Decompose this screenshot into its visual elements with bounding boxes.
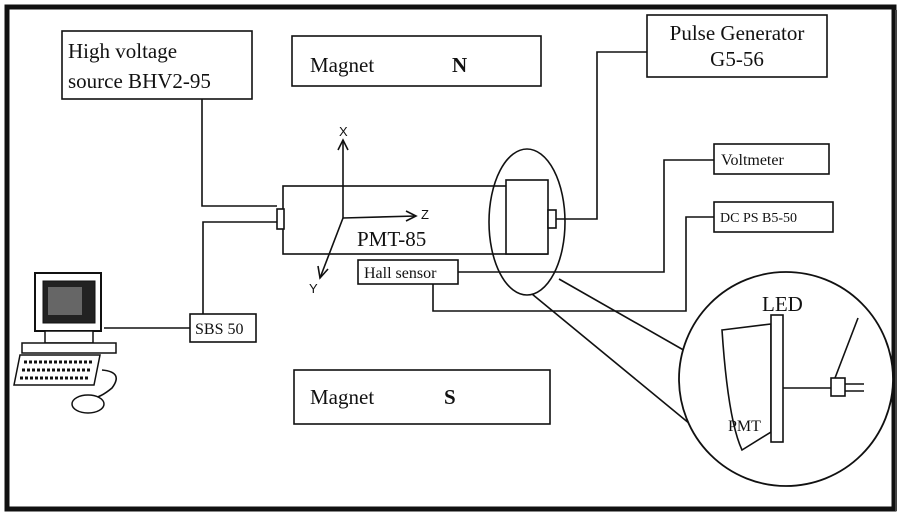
y-axis-label: Y: [309, 281, 318, 296]
detail-led-connector: [830, 377, 846, 397]
wiring: [104, 51, 714, 329]
detail-led-label: LED: [762, 292, 803, 316]
coordinate-axes: X Z Y: [309, 124, 429, 296]
wire-led-to-pulse-generator: [556, 51, 647, 220]
magnet-north-block: Magnet N: [291, 35, 542, 87]
dc-power-supply-block: DC PS B5-50: [713, 201, 834, 233]
led-housing: [505, 179, 549, 255]
y-axis-line: [319, 217, 344, 279]
detail-led-pointer: [834, 317, 859, 379]
detail-pmt-label: PMT: [728, 418, 761, 435]
sbs-block: SBS 50: [189, 313, 257, 343]
z-axis-arrow: [405, 210, 418, 222]
detail-pmt-body: [721, 323, 772, 452]
voltmeter-block: Voltmeter: [713, 143, 830, 175]
hall-sensor-label: Hall sensor: [364, 265, 437, 282]
x-axis-label: X: [339, 124, 348, 139]
z-axis-line: [342, 215, 417, 219]
pmt-label: PMT-85: [357, 227, 426, 251]
wire-hall-to-dc-ps: [432, 216, 714, 312]
detail-led-plate: [770, 314, 784, 443]
magnet-north-label: Magnet: [310, 53, 374, 77]
high-voltage-label-line1: High voltage: [68, 39, 177, 63]
wire-hv-to-pmt: [201, 99, 277, 207]
y-axis-arrow: [317, 265, 329, 280]
pmt-tube: PMT-85: [276, 179, 557, 255]
magnet-south-block: Magnet S: [293, 369, 551, 425]
dc-power-supply-label: DC PS B5-50: [720, 211, 797, 226]
led-connector: [547, 209, 557, 229]
wire-hall-to-voltmeter: [458, 159, 714, 273]
pulse-generator-label-line1: Pulse Generator: [670, 21, 805, 45]
pmt-front-connector: [276, 208, 285, 230]
voltmeter-label: Voltmeter: [721, 152, 784, 169]
wire-pmt-to-sbs: [202, 221, 277, 314]
magnet-north-pole: N: [452, 53, 467, 77]
pulse-generator-label-line2: G5-56: [710, 47, 764, 71]
hall-sensor-block: Hall sensor: [357, 259, 459, 285]
zoom-detail: LED PMT: [678, 271, 894, 487]
magnet-south-pole: S: [444, 385, 456, 409]
x-axis-arrow: [337, 138, 349, 151]
led-highlight-ellipse: [488, 148, 566, 296]
pulse-generator-block: Pulse Generator G5-56: [646, 14, 828, 78]
z-axis-label: Z: [421, 207, 429, 222]
high-voltage-source-block: High voltage source BHV2-95: [61, 30, 253, 100]
sbs-label: SBS 50: [195, 321, 243, 338]
computer-icon: [13, 272, 118, 414]
high-voltage-label-line2: source BHV2-95: [68, 69, 211, 93]
magnet-south-label: Magnet: [310, 385, 374, 409]
